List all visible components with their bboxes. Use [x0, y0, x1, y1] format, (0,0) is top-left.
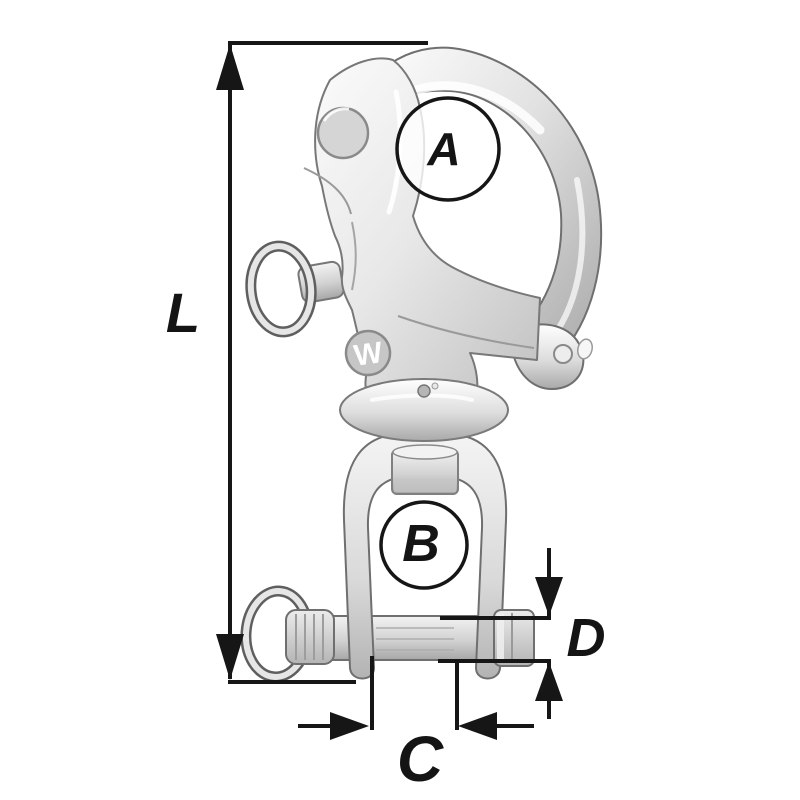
pin-ridges	[376, 627, 454, 651]
hinge-pin	[577, 338, 593, 360]
label-d: D	[567, 608, 606, 668]
c-arrow-left	[458, 712, 497, 740]
label-a: A	[426, 123, 460, 175]
dimension-c: C	[298, 656, 534, 795]
screw-dot	[417, 384, 431, 398]
l-extension-bottom	[228, 680, 356, 684]
l-dimension-line	[228, 45, 232, 679]
label-c: C	[397, 723, 444, 795]
pull-ring-top	[245, 240, 317, 338]
d-arrow-down	[535, 577, 563, 616]
boss-pin	[316, 106, 370, 160]
snap-shackle-illustration: W	[240, 46, 603, 683]
c-extension-left	[370, 656, 374, 730]
label-b: B	[402, 515, 440, 573]
c-arrow-right	[330, 712, 369, 740]
callout-circle-b: B	[379, 500, 469, 590]
clevis-pin-knurled-cap	[285, 609, 335, 665]
dimension-l: L	[166, 41, 428, 684]
c-extension-right	[455, 659, 459, 730]
brand-emblem: W	[344, 329, 392, 377]
swivel-bulb	[339, 378, 509, 442]
l-arrow-up	[216, 44, 244, 90]
d-shaft-bottom	[547, 661, 551, 719]
dimension-lines: L D C	[166, 41, 606, 795]
latch-curl	[553, 344, 573, 364]
brand-letter: W	[352, 336, 385, 373]
l-extension-top	[228, 41, 428, 45]
label-l: L	[166, 281, 200, 344]
swivel-stem	[391, 444, 459, 495]
l-arrow-down	[216, 634, 244, 680]
screw-dot-small	[431, 382, 439, 390]
clevis-pin-hex-head	[493, 609, 535, 667]
d-tick-bottom	[438, 659, 551, 663]
dimension-d: D	[438, 548, 606, 719]
c-shaft-right	[494, 724, 534, 728]
callout-circle-a: A	[395, 96, 501, 202]
boss-highlight	[322, 107, 350, 122]
d-tick-top	[440, 616, 551, 620]
c-shaft-left	[298, 724, 336, 728]
